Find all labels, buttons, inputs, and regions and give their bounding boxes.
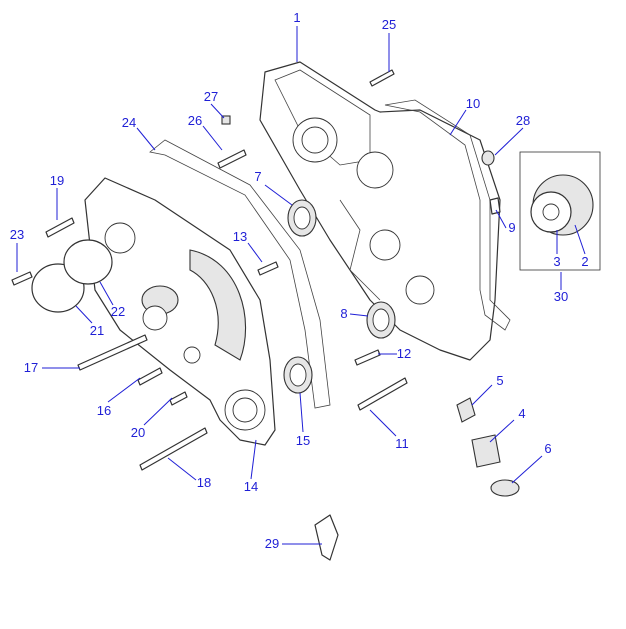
callout-label-30[interactable]: 30	[554, 289, 568, 304]
callout-label-1[interactable]: 1	[293, 10, 300, 25]
callout-label-16[interactable]: 16	[97, 403, 111, 418]
bolt-16[interactable]	[137, 367, 163, 386]
bolt-19[interactable]	[45, 217, 75, 238]
callout-label-4[interactable]: 4	[518, 406, 525, 421]
callout-label-3[interactable]: 3	[553, 254, 560, 269]
plug-5[interactable]	[456, 397, 476, 423]
seal-15[interactable]	[283, 356, 313, 394]
callout-label-8[interactable]: 8	[340, 306, 347, 321]
callout-label-17[interactable]: 17	[24, 360, 38, 375]
bolt-23[interactable]	[11, 271, 33, 286]
callout-label-24[interactable]: 24	[122, 115, 136, 130]
stud-26[interactable]	[217, 149, 247, 169]
gasket-10[interactable]	[384, 99, 511, 331]
seal-7[interactable]	[287, 199, 317, 237]
callout-label-12[interactable]: 12	[397, 346, 411, 361]
callout-label-6[interactable]: 6	[544, 441, 551, 456]
callout-label-19[interactable]: 19	[50, 173, 64, 188]
bolt-12[interactable]	[354, 349, 381, 366]
seal-8[interactable]	[366, 301, 396, 339]
callout-labels: 1 25 27 10 24 26 28 19 7 9 23 13 3 2 30 22 21 8 12 17 5 16 4 11…	[10, 10, 589, 551]
callout-label-9[interactable]: 9	[508, 220, 515, 235]
callout-label-26[interactable]: 26	[188, 113, 202, 128]
callout-label-7[interactable]: 7	[254, 169, 261, 184]
bolt-11[interactable]	[357, 377, 408, 411]
callout-label-29[interactable]: 29	[265, 536, 279, 551]
bolt-18[interactable]	[139, 427, 208, 471]
callout-label-14[interactable]: 14	[244, 479, 258, 494]
callout-label-28[interactable]: 28	[516, 113, 530, 128]
callout-label-20[interactable]: 20	[131, 425, 145, 440]
leader-lines	[16, 26, 586, 545]
callout-label-22[interactable]: 22	[111, 304, 125, 319]
callout-label-21[interactable]: 21	[90, 323, 104, 338]
callout-label-23[interactable]: 23	[10, 227, 24, 242]
gasket-24[interactable]	[149, 139, 331, 409]
bolt-13[interactable]	[257, 261, 279, 276]
timing-case[interactable]	[259, 61, 501, 361]
cap-6[interactable]	[490, 479, 520, 497]
callout-label-27[interactable]: 27	[204, 89, 218, 104]
callout-label-11[interactable]: 11	[395, 436, 409, 451]
oil-pump-gear-box	[519, 151, 601, 271]
callout-label-25[interactable]: 25	[382, 17, 396, 32]
bracket-29[interactable]	[314, 514, 339, 561]
callout-label-5[interactable]: 5	[496, 373, 503, 388]
callout-label-10[interactable]: 10	[466, 96, 480, 111]
bolt-17[interactable]	[77, 334, 148, 371]
front-cover[interactable]	[84, 177, 276, 446]
stud-25[interactable]	[369, 69, 395, 87]
nut-27[interactable]	[221, 115, 231, 125]
fasteners	[11, 69, 520, 561]
callout-label-18[interactable]: 18	[197, 475, 211, 490]
cover-plate-22[interactable]	[63, 239, 113, 285]
callout-label-15[interactable]: 15	[296, 433, 310, 448]
washer-28[interactable]	[481, 150, 495, 166]
spring-4[interactable]	[471, 434, 501, 468]
dowel-9[interactable]	[489, 197, 501, 215]
bolt-20[interactable]	[169, 391, 188, 406]
callout-label-2[interactable]: 2	[581, 254, 588, 269]
callout-label-13[interactable]: 13	[233, 229, 247, 244]
